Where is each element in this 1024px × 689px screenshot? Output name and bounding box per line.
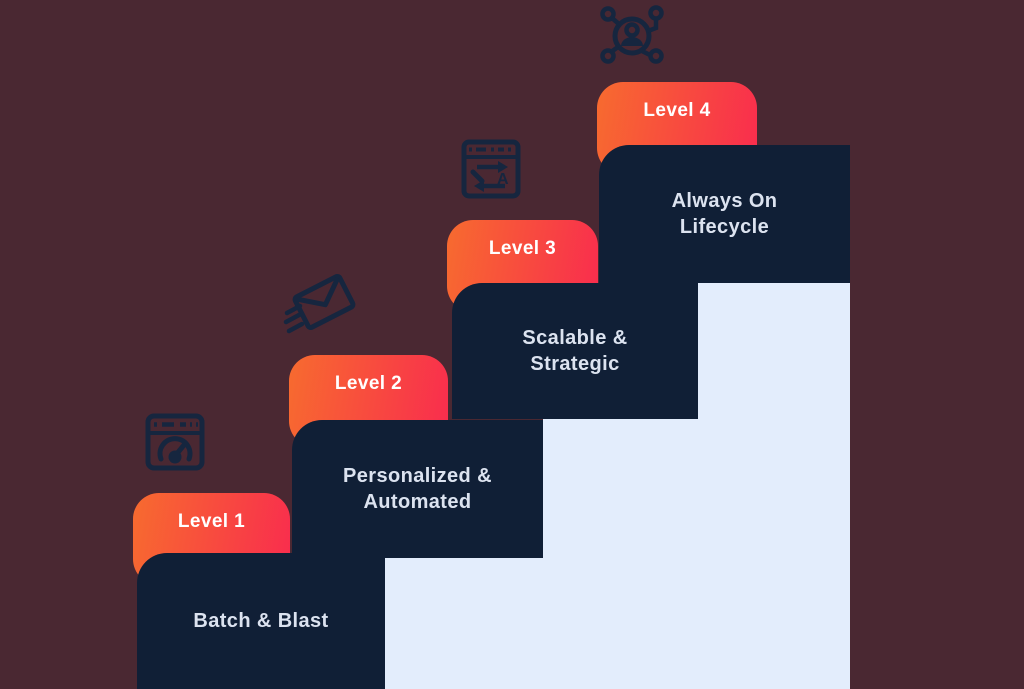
level-3-tab-label: Level 3 (488, 238, 557, 259)
speedometer-browser-icon (145, 413, 205, 471)
level-1-description: Batch & Blast (193, 610, 329, 632)
level-1-tab-label: Level 1 (177, 511, 246, 532)
level-4-tab-label: Level 4 (643, 100, 711, 121)
connected-user-network-icon (600, 5, 664, 64)
content-cycle-browser-icon: A (461, 139, 521, 199)
level-3-box: Scalable & Strategic (452, 283, 698, 419)
level-3-description: Scalable & Strategic (522, 327, 628, 375)
level-2-tab-label: Level 2 (334, 373, 403, 394)
sending-email-icon (283, 274, 356, 334)
level-4-box: Always On Lifecycle (599, 145, 850, 283)
level-1-box: Batch & Blast (137, 553, 385, 689)
level-4-description: Always On Lifecycle (671, 190, 778, 238)
svg-text:A: A (497, 171, 509, 188)
level-2-description: Personalized & Automated (343, 465, 492, 513)
level-2-box: Personalized & Automated (292, 420, 543, 558)
